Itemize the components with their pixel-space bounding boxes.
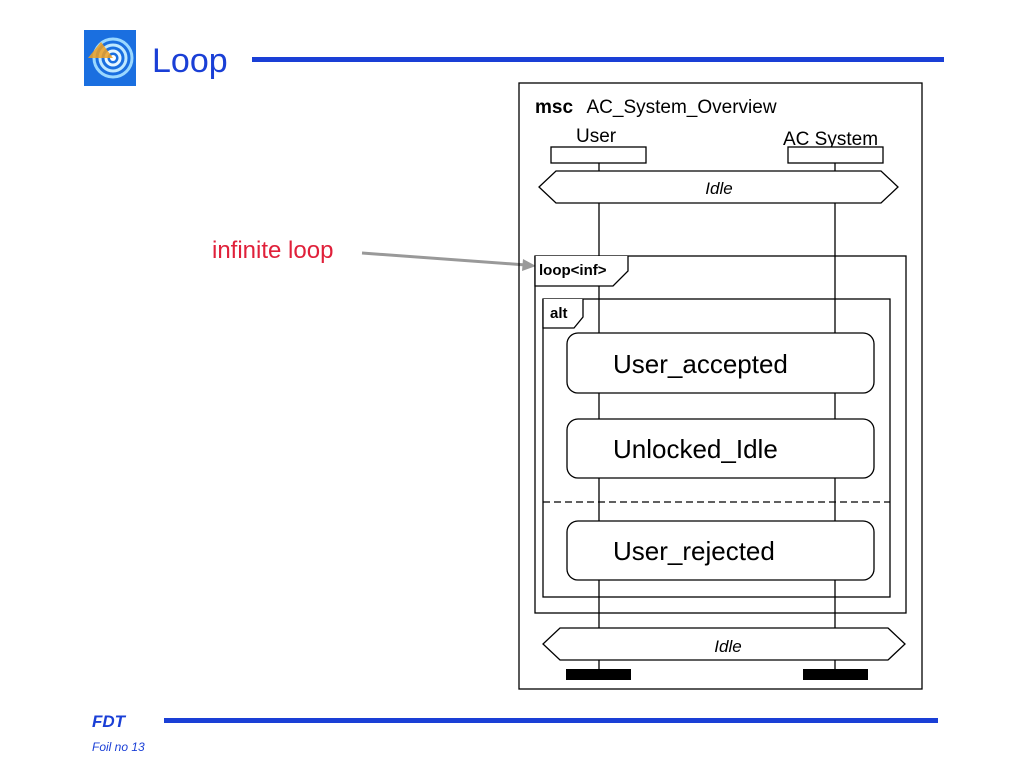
- reference-label-unlocked-idle: Unlocked_Idle: [613, 434, 778, 464]
- logo-icon: [84, 30, 136, 86]
- annotation-text: infinite loop: [212, 237, 333, 264]
- instance-head-ac-system: [787, 146, 884, 164]
- reference-user-rejected: [566, 520, 875, 581]
- page-title: Loop: [152, 42, 228, 80]
- msc-frame: [518, 82, 923, 690]
- annotation-arrow: [361, 251, 527, 267]
- loop-frame: [534, 255, 907, 614]
- alt-frame-tab: [542, 299, 584, 329]
- alt-frame: [542, 298, 891, 598]
- footer-rule: [164, 718, 938, 723]
- msc-header: msc AC_System_Overview: [535, 97, 777, 118]
- end-condition-label: Idle: [714, 637, 741, 656]
- reference-label-user-rejected: User_rejected: [613, 536, 775, 566]
- reference-label-user-accepted: User_accepted: [613, 349, 788, 379]
- instance-name-user: User: [576, 126, 617, 147]
- instance-name-ac-system: AC System: [783, 129, 878, 150]
- loop-frame-tab: [534, 256, 629, 287]
- title-rule: [252, 57, 944, 62]
- msc-name: AC_System_Overview: [586, 97, 776, 118]
- msc-keyword: msc: [535, 97, 573, 118]
- start-condition: [538, 170, 899, 204]
- instance-end-user: [566, 669, 631, 680]
- instance-head-user: [550, 146, 647, 164]
- footer-foil-number: Foil no 13: [92, 740, 145, 754]
- end-condition: [542, 627, 906, 661]
- annotation-arrowhead-icon: [522, 259, 536, 271]
- loop-frame-label: loop<inf>: [539, 262, 607, 279]
- start-condition-label: Idle: [705, 179, 732, 198]
- footer-brand: FDT: [92, 712, 127, 731]
- instance-end-ac-system: [803, 669, 868, 680]
- reference-unlocked-idle: [566, 418, 875, 479]
- reference-user-accepted: [566, 332, 875, 394]
- alt-frame-label: alt: [550, 305, 568, 322]
